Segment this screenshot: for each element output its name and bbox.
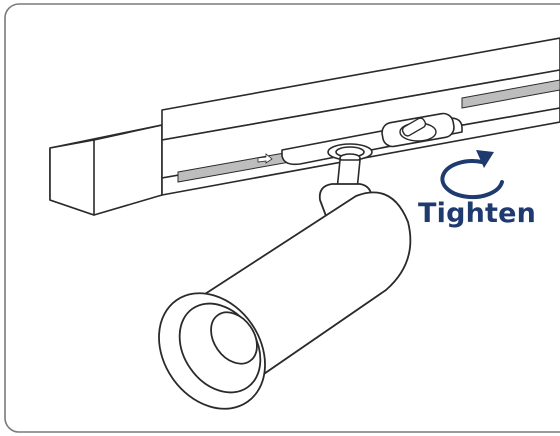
- tighten-label: Tighten: [418, 198, 537, 229]
- slide-arrow-icon: [257, 153, 273, 164]
- lock-lever-icon: [399, 117, 437, 142]
- rail-end-cap-front: [49, 139, 95, 216]
- rail-top-face: [161, 37, 560, 141]
- rail-front-face: [161, 69, 560, 179]
- frame-border: [4, 3, 560, 433]
- rotate-clockwise-arrow-icon: [440, 150, 504, 200]
- rail-groove-right: [461, 79, 560, 109]
- track-rail: [49, 37, 560, 216]
- spotlight-body: [158, 183, 412, 410]
